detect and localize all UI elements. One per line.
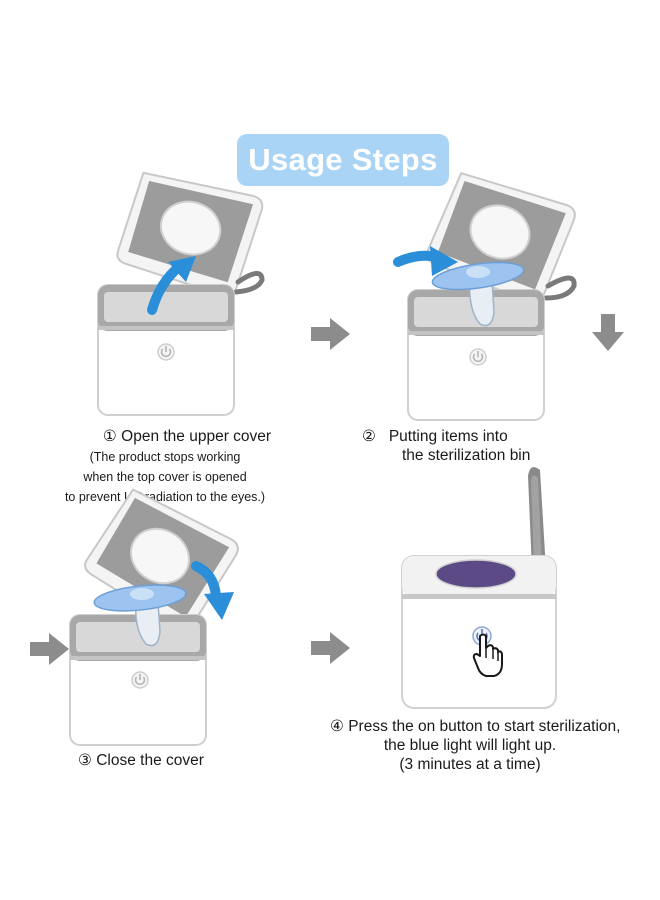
note-line: (The product stops working xyxy=(89,450,241,464)
step2-caption: ② Putting items into the sterilization b… xyxy=(362,427,562,465)
step4-caption: ④ Press the on button to start steriliza… xyxy=(330,717,654,774)
power-icon xyxy=(469,348,487,366)
blue-arrow-icon xyxy=(191,561,221,601)
step-text-line: (3 minutes at a time) xyxy=(399,756,541,773)
step-text-line: the blue light will light up. xyxy=(383,737,557,754)
hand-pointer-icon xyxy=(472,633,503,677)
page-title: Usage Steps xyxy=(248,142,438,177)
step-text: Open the upper cover xyxy=(121,428,272,445)
step1-caption: ① Open the upper cover xyxy=(82,427,292,446)
step-number: ③ xyxy=(78,752,92,769)
step-number: ④ xyxy=(330,718,344,735)
power-icon xyxy=(131,671,149,689)
step-text-line: the sterilization bin xyxy=(402,447,531,464)
step-text: Close the cover xyxy=(96,752,204,769)
title-banner: Usage Steps xyxy=(237,134,449,186)
step3-caption: ③ Close the cover xyxy=(78,751,258,770)
step-text-line: Putting items into xyxy=(388,428,508,445)
step-text-line: Press the on button to start sterilizati… xyxy=(348,718,621,735)
step1-note: (The product stops working when the top … xyxy=(20,447,310,507)
step-number: ② xyxy=(362,428,376,445)
note-line: when the top cover is opened xyxy=(83,470,247,484)
power-icon xyxy=(157,343,175,361)
note-line: to prevent UV radiation to the eyes.) xyxy=(64,490,266,504)
step-number: ① xyxy=(102,428,117,445)
